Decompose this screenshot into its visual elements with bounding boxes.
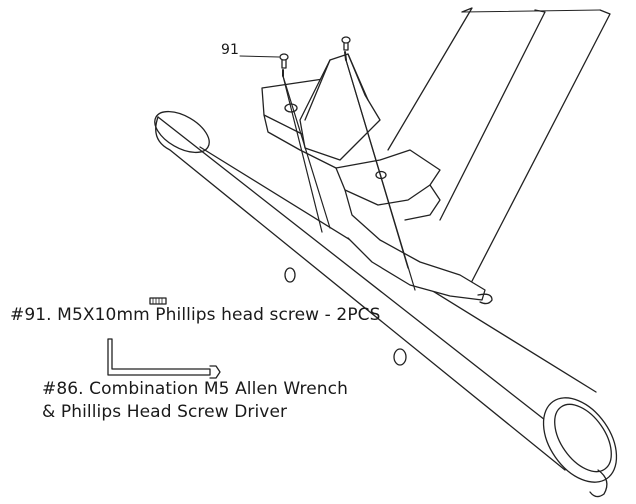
main-tube	[154, 110, 618, 498]
tube-hole	[284, 267, 296, 283]
part-86-description-line2: & Phillips Head Screw Driver	[42, 402, 288, 422]
assembly-guide-lines	[282, 59, 416, 291]
callout-91-label: 91	[221, 42, 240, 58]
mounting-bracket	[261, 53, 493, 305]
part-91-description: #91. M5X10mm Phillips head screw - 2PCS	[10, 305, 381, 325]
callout-leader	[239, 55, 280, 58]
screw-91-left	[279, 53, 289, 77]
part-86-description-line1: #86. Combination M5 Allen Wrench	[42, 379, 349, 399]
screw-91-right	[341, 36, 351, 61]
part-91-screw-icon	[149, 297, 167, 305]
tube-hole	[393, 348, 407, 366]
part-86-allen-wrench-icon	[107, 338, 221, 379]
upright-post	[387, 7, 611, 286]
